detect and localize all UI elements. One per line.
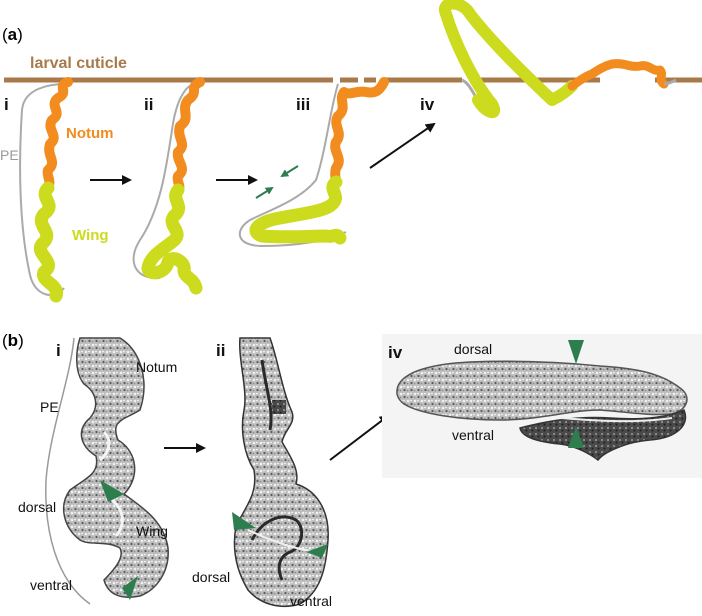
stage-i-label: i [4,95,9,114]
section-ii-lumen-line [247,529,317,553]
section-iv-arrowhead-bottom [568,426,584,448]
section-iv-ventral-tissue [519,409,687,462]
section-i-label: i [56,341,61,360]
section-i-tissue [62,337,169,598]
stage-iii-green-arrow-right [280,165,299,178]
stage-iii-peripodial-membrane [238,83,347,248]
section-iv-dorsal-label: dorsal [454,341,492,357]
section-iv-ventral-label: ventral [452,427,494,443]
section-ii-label: ii [216,341,225,360]
section-i-notum-label: Notum [136,359,177,375]
stage-iv-peripodial-right [663,78,677,86]
stage-i-wing [33,181,63,303]
arrow-iii-to-iv [369,122,436,169]
section-iv-fold-line [559,417,673,423]
stage-ii-notum [172,77,205,195]
section-i-micrograph: i Notum PE dorsal Wing ventral [18,337,177,605]
panel-b: (b) i Notum PE dorsal Wing ventral ii [2,331,702,609]
section-ii-tissue [233,337,329,608]
larval-cuticle-label: larval cuticle [30,55,127,72]
section-ii-inner-fold [250,359,304,581]
section-i-dorsal-label: dorsal [18,499,56,515]
section-i-arrowhead-dorsal [100,480,124,502]
arrow-b-ii-to-iv [329,414,390,461]
stage-i-peripodial-membrane [19,83,67,296]
section-ii-micrograph: ii dorsal ventral [192,337,332,609]
section-i-peripodial-membrane [45,337,91,605]
panel-a: (a) larval cuticle i PE Notum Wing [0,0,702,303]
section-ii-arrowhead-left [232,512,256,530]
section-i-wing-label: Wing [136,523,168,539]
stage-iv-wing [439,0,578,119]
section-ii-arrowhead-right [306,544,328,558]
stage-ii-peripodial-membrane [132,83,197,280]
pe-label: PE [0,147,19,163]
panel-b-label: (b) [2,331,24,350]
section-ii-ventral-label: ventral [290,593,332,609]
stage-iv-disc: iv [420,0,677,119]
stage-iv-notum [567,59,669,91]
stage-iv-label: iv [420,95,435,114]
stage-i-notum [42,77,73,193]
notum-label: Notum [66,125,114,142]
panel-a-label: (a) [2,25,23,44]
section-ii-dark-stain [272,400,286,414]
section-i-arrowhead-ventral [122,576,138,600]
stage-ii-disc: ii [132,77,205,295]
section-iv-label: iv [388,343,403,362]
stage-iii-notum [330,77,389,187]
stage-ii-wing [141,183,203,295]
stage-iii-disc: iii [238,77,389,248]
section-iv-micrograph: iv dorsal ventral [382,334,702,478]
stage-iii-label: iii [296,95,310,114]
section-iv-arrowhead-top [568,340,584,364]
stage-i-disc: i PE Notum Wing [0,77,114,303]
section-i-lumen [99,430,124,537]
wing-label: Wing [72,227,109,244]
stage-iii-wing [249,175,347,245]
section-i-ventral-label: ventral [30,577,72,593]
section-i-pe-label: PE [40,399,59,415]
stage-ii-label: ii [144,95,153,114]
section-ii-dorsal-label: dorsal [192,569,230,585]
stage-iii-green-arrow-left [255,186,274,199]
